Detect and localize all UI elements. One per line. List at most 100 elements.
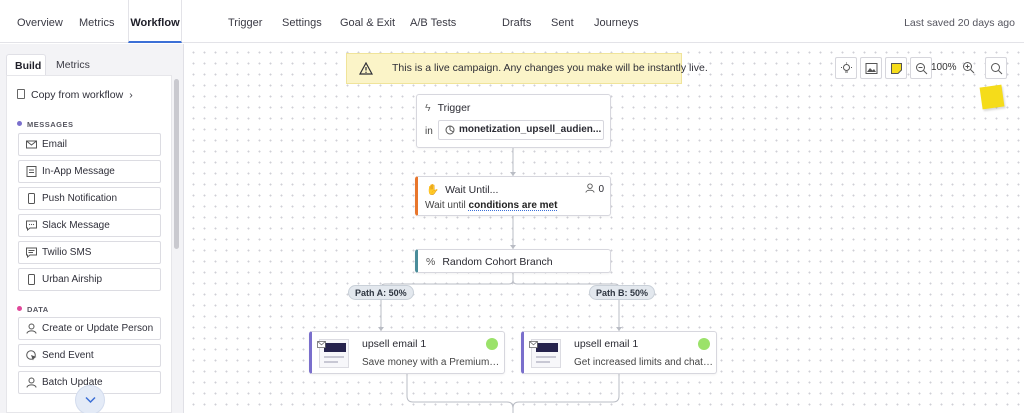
- path-b-label[interactable]: Path B: 50%: [589, 285, 656, 300]
- email-a-title: upsell email 1: [362, 338, 427, 350]
- person-icon: [26, 377, 37, 388]
- email-node-a[interactable]: upsell email 1 Save money with a Premium…: [309, 331, 505, 374]
- person-icon: [585, 183, 595, 193]
- percent-icon: %: [426, 256, 436, 268]
- sidebar-item-create-person-label: Create or Update Person: [42, 323, 154, 334]
- phone-icon: [28, 193, 35, 204]
- cursor-click-icon: [26, 350, 37, 361]
- sidebar-tab-metrics[interactable]: Metrics: [56, 59, 90, 71]
- path-a-label[interactable]: Path A: 50%: [348, 285, 414, 300]
- tab-trigger[interactable]: Trigger: [228, 17, 263, 29]
- sidebar-item-twilio-label: Twilio SMS: [42, 247, 92, 258]
- sticky-note-button[interactable]: [885, 57, 907, 79]
- tab-overview[interactable]: Overview: [17, 17, 63, 29]
- image-icon: [865, 63, 878, 74]
- sidebar-item-create-update-person[interactable]: Create or Update Person: [18, 317, 161, 340]
- wait-count-value: 0: [598, 184, 604, 195]
- zoom-out-button[interactable]: [910, 57, 932, 79]
- branch-title-text: Random Cohort Branch: [442, 256, 553, 268]
- envelope-icon: [26, 140, 37, 149]
- last-saved-status: Last saved 20 days ago: [904, 17, 1015, 29]
- warning-text: This is a live campaign. Any changes you…: [392, 62, 708, 74]
- envelope-icon: [529, 341, 538, 348]
- zoom-level: 100%: [931, 62, 957, 73]
- sidebar-item-push-notification[interactable]: Push Notification: [18, 187, 161, 210]
- branch-title: % Random Cohort Branch: [426, 256, 553, 268]
- sidebar-item-slack-label: Slack Message: [42, 220, 110, 231]
- chevron-right-icon: ›: [129, 89, 133, 101]
- build-sidebar: Build Metrics Copy from workflow › MESSAG…: [0, 44, 184, 413]
- segment-icon: [445, 125, 455, 135]
- trigger-title-text: Trigger: [437, 102, 471, 114]
- search-icon: [991, 63, 1003, 75]
- sidebar-tab-build[interactable]: Build: [6, 54, 46, 76]
- email-b-title: upsell email 1: [574, 338, 639, 350]
- tab-ab-tests[interactable]: A/B Tests: [410, 17, 457, 29]
- sidebar-item-batch-update-label: Batch Update: [42, 377, 103, 388]
- trigger-segment-name: monetization_upsell_audien...: [459, 124, 602, 135]
- sidebar-scrollbar[interactable]: [174, 79, 179, 249]
- search-button[interactable]: [985, 57, 1007, 79]
- sidebar-item-push-label: Push Notification: [42, 193, 118, 204]
- image-button[interactable]: [860, 57, 882, 79]
- section-messages-label: MESSAGES: [27, 120, 74, 129]
- tab-metrics[interactable]: Metrics: [79, 17, 115, 29]
- tab-goal-exit[interactable]: Goal & Exit: [340, 17, 396, 29]
- sms-bubble-icon: [26, 247, 37, 258]
- bolt-icon: ϟ: [425, 102, 431, 114]
- wait-until-node[interactable]: ✋ Wait Until... 0 Wait until conditions a…: [415, 176, 611, 216]
- live-campaign-warning: This is a live campaign. Any changes you…: [346, 53, 708, 84]
- hand-icon: ✋: [426, 184, 440, 196]
- top-nav: Overview Metrics Workflow Trigger Settin…: [0, 0, 1024, 43]
- sidebar-item-email[interactable]: Email: [18, 133, 161, 156]
- tab-settings[interactable]: Settings: [282, 17, 322, 29]
- wait-person-count: 0: [585, 183, 604, 195]
- sidebar-item-send-event-label: Send Event: [42, 350, 94, 361]
- lightbulb-button[interactable]: [835, 57, 857, 79]
- sidebar-item-twilio-sms[interactable]: Twilio SMS: [18, 241, 161, 264]
- email-node-b[interactable]: upsell email 1 Get increased limits and …: [521, 331, 717, 374]
- chat-bubble-icon: [26, 220, 37, 231]
- sticky-note[interactable]: [979, 84, 1005, 110]
- tab-journeys[interactable]: Journeys: [594, 17, 639, 29]
- data-dot-icon: [17, 306, 22, 311]
- random-cohort-branch-node[interactable]: % Random Cohort Branch: [415, 249, 611, 273]
- trigger-segment[interactable]: monetization_upsell_audien...: [438, 120, 604, 140]
- tab-workflow[interactable]: Workflow: [128, 0, 182, 43]
- email-a-preview: Save money with a Premium pl...: [362, 357, 502, 368]
- sidebar-item-in-app-message[interactable]: In-App Message: [18, 160, 161, 183]
- zoom-in-icon: [963, 62, 975, 74]
- sticky-note-icon: [891, 63, 902, 74]
- tab-drafts[interactable]: Drafts: [502, 17, 532, 29]
- sidebar-item-slack-message[interactable]: Slack Message: [18, 214, 161, 237]
- email-a-status-icon: [486, 338, 498, 350]
- sidebar-item-in-app-label: In-App Message: [42, 166, 115, 177]
- sidebar-item-email-label: Email: [42, 139, 68, 150]
- wait-condition: Wait until conditions are met: [425, 200, 557, 211]
- wait-title: ✋ Wait Until...: [426, 183, 498, 196]
- email-b-preview: Get increased limits and chat s...: [574, 357, 714, 368]
- envelope-icon: [317, 341, 326, 348]
- workflow-canvas[interactable]: This is a live campaign. Any changes you…: [185, 44, 1024, 413]
- sidebar-item-urban-airship-label: Urban Airship: [42, 274, 103, 285]
- sidebar-item-send-event[interactable]: Send Event: [18, 344, 161, 367]
- trigger-title: ϟ Trigger: [425, 102, 470, 114]
- section-messages: MESSAGES: [17, 120, 74, 129]
- email-b-status-icon: [698, 338, 710, 350]
- clipboard-icon: [17, 89, 25, 99]
- messages-dot-icon: [17, 121, 22, 126]
- tab-sent[interactable]: Sent: [551, 17, 574, 29]
- scroll-down-button[interactable]: [75, 385, 105, 413]
- wait-title-text: Wait Until...: [445, 184, 499, 196]
- in-app-icon: [26, 166, 37, 177]
- warning-icon: [359, 62, 373, 75]
- copy-from-workflow-label: Copy from workflow: [31, 89, 124, 101]
- zoom-in-button[interactable]: [958, 57, 980, 79]
- chevron-down-icon: [85, 396, 96, 404]
- wait-condition-link[interactable]: conditions are met: [468, 200, 558, 211]
- copy-from-workflow-link[interactable]: Copy from workflow ›: [17, 89, 133, 101]
- lightbulb-icon: [841, 62, 852, 73]
- sidebar-panel: Copy from workflow › MESSAGES Email In-Ap…: [6, 75, 172, 413]
- sidebar-item-urban-airship[interactable]: Urban Airship: [18, 268, 161, 291]
